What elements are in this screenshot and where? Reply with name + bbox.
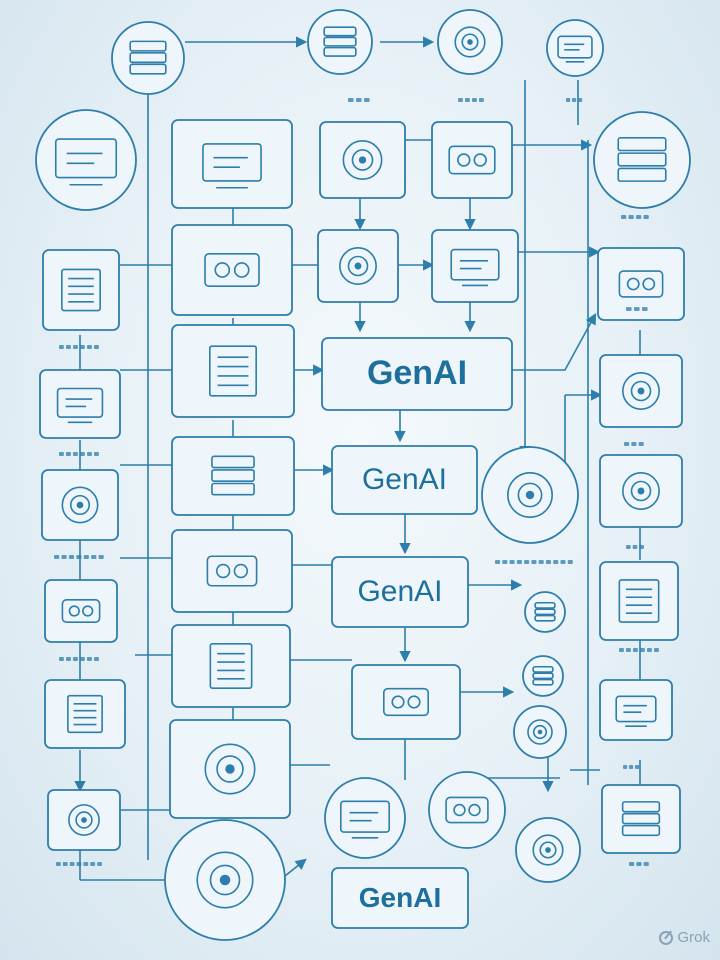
node-caption-glyph [458, 98, 484, 102]
node-caption-glyph [629, 862, 649, 866]
node-col2-server [171, 436, 295, 516]
connector-layer [74, 36, 641, 881]
node-caption-glyph [624, 442, 644, 446]
node-top-monitor [546, 19, 604, 77]
gear-icon [622, 472, 660, 510]
printer-icon [618, 270, 664, 298]
gear-icon [209, 643, 253, 689]
server-icon [323, 26, 357, 57]
robot-head-icon [339, 800, 390, 839]
node-caption-glyph [59, 452, 99, 456]
node-caption-glyph [623, 765, 640, 769]
sensor-icon [617, 137, 667, 182]
node-middle-device [431, 229, 519, 303]
node-left-doc-2 [44, 679, 126, 749]
node-caption-glyph [59, 345, 99, 349]
camera-icon [532, 665, 554, 686]
router-icon [56, 387, 104, 424]
grok-watermark: Grok [659, 929, 710, 946]
node-middle-card [431, 121, 513, 199]
node-col2-machine [171, 529, 293, 613]
node-small-stack [524, 591, 566, 633]
grok-logo-icon [659, 930, 674, 945]
chip-icon [445, 796, 489, 824]
node-layer [35, 9, 691, 941]
node-right-doc [599, 561, 679, 641]
node-left-doc-1 [42, 249, 120, 331]
node-caption-glyph [54, 555, 104, 559]
machine-icon [454, 26, 486, 58]
cloud-icon [507, 472, 553, 518]
factory-icon [621, 801, 661, 837]
cloud-icon [204, 743, 256, 795]
node-caption-glyph [619, 648, 659, 652]
document-icon [622, 372, 660, 410]
monitor-icon [532, 834, 564, 866]
card-icon [557, 35, 593, 63]
robot-head-icon [67, 694, 103, 734]
server-icon [534, 601, 556, 622]
genai-box-bottom [331, 867, 469, 929]
node-caption-glyph [621, 215, 649, 219]
node-right-server [593, 111, 691, 209]
database-icon [527, 719, 553, 745]
camera-icon [342, 140, 383, 180]
node-small-stack-2 [522, 655, 564, 697]
device-icon [618, 579, 660, 623]
node-top-left-server [111, 21, 185, 95]
monitor-icon [382, 687, 429, 717]
node-col2-doc-2 [171, 624, 291, 708]
node-middle-card-2 [351, 664, 461, 740]
node-col2-card [171, 224, 293, 316]
node-caption-glyph [59, 657, 99, 661]
machine-icon [202, 143, 262, 189]
node-left-printer [44, 579, 118, 643]
genai-box-third [331, 556, 469, 628]
connector-line [512, 313, 597, 371]
genai-box-second [331, 445, 478, 515]
chip-icon [68, 804, 100, 836]
factory-icon [450, 248, 500, 287]
watermark-text: Grok [677, 929, 710, 946]
node-caption-glyph [626, 545, 644, 549]
node-left-monitor [39, 369, 121, 439]
router-icon [615, 695, 657, 728]
node-caption-glyph [566, 98, 583, 102]
node-right-machine [597, 247, 685, 321]
monitor-icon [61, 599, 101, 623]
node-caption-glyph [495, 560, 573, 564]
printer-icon [211, 455, 255, 496]
card-icon [204, 253, 260, 288]
server-icon [129, 40, 167, 75]
router-icon [339, 247, 377, 285]
factory-icon [61, 486, 99, 524]
sensor-icon [209, 345, 257, 397]
database-icon [448, 145, 496, 175]
database-icon [61, 268, 101, 312]
genai-box-main [321, 337, 513, 411]
node-col2-doc [171, 324, 295, 418]
node-right-monitor-2 [599, 679, 673, 741]
node-right-server-2 [601, 784, 681, 854]
node-col2-monitor [171, 119, 293, 209]
node-chip [428, 771, 506, 849]
node-robot-head [324, 777, 406, 859]
node-caption-glyph [56, 862, 102, 866]
camera-icon [54, 138, 118, 186]
node-top-router [307, 9, 373, 75]
document-icon [206, 555, 258, 587]
node-caption-glyph [348, 98, 370, 102]
node-factory [35, 109, 137, 211]
device-icon [196, 851, 254, 909]
node-caption-glyph [626, 307, 648, 311]
